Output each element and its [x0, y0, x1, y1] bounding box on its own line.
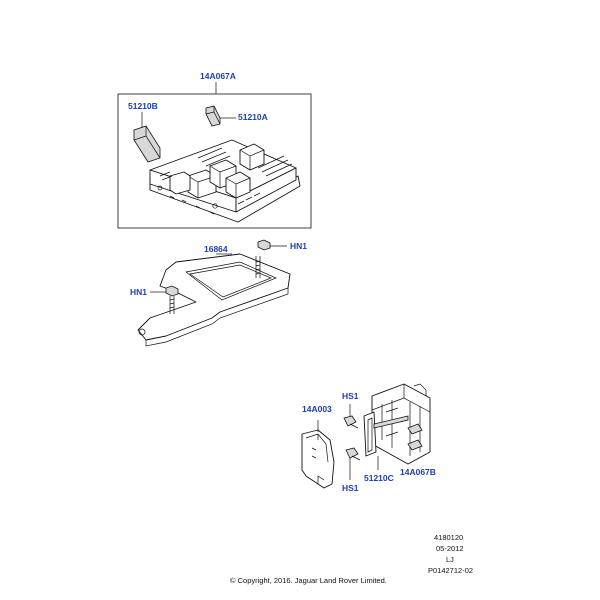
- fuse-box-14A067A: [133, 105, 301, 223]
- bracket-16864: [137, 253, 291, 347]
- stud-top: [255, 256, 261, 278]
- drawing-initials: LJ: [446, 555, 454, 564]
- callout-16864: 16864: [204, 244, 228, 254]
- copyright-notice: © Copyright, 2016. Jaguar Land Rover Lim…: [230, 576, 387, 585]
- screw-HS1-bottom: [345, 447, 361, 480]
- callout-14A003: 14A003: [302, 404, 332, 414]
- drawing-date: 05-2012: [436, 544, 464, 553]
- callout-HN1-top: HN1: [290, 241, 308, 251]
- screw-HS1-top: [343, 404, 359, 429]
- nut-HN1-left: [150, 285, 179, 314]
- callout-HS1-bottom: HS1: [342, 483, 359, 493]
- bracket-14A003: [301, 420, 335, 489]
- callout-51210B: 51210B: [128, 101, 158, 111]
- callout-HN1-left: HN1: [130, 287, 148, 297]
- fuse-51210C: [363, 411, 409, 470]
- callout-51210C: 51210C: [364, 473, 394, 483]
- fuse-box-assembly-frame: [117, 82, 312, 229]
- drawing-number: 4180120: [434, 533, 464, 542]
- module-14A067B: [371, 383, 431, 465]
- callout-HS1-top: HS1: [342, 391, 359, 401]
- nut-HN1-top: [257, 239, 287, 251]
- callout-14A067A: 14A067A: [200, 71, 236, 81]
- callout-14A067B: 14A067B: [400, 467, 436, 477]
- callout-51210A: 51210A: [238, 112, 268, 122]
- drawing-reference: P0142712-02: [428, 566, 474, 575]
